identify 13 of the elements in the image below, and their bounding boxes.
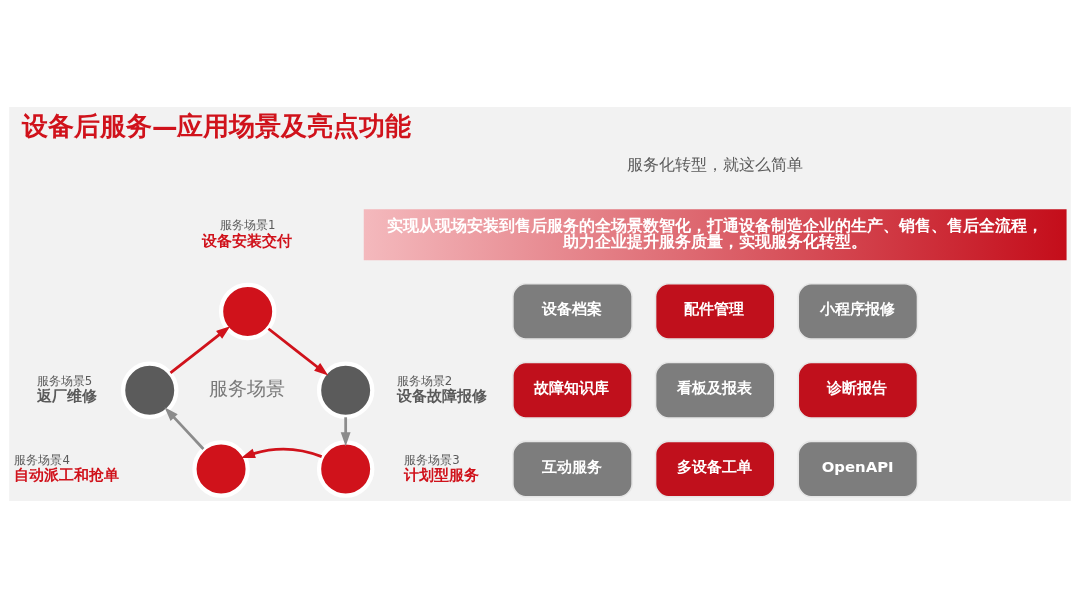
node-label: 服务场景3 — [404, 452, 460, 467]
node-label: 服务场景4 — [14, 452, 70, 467]
diagram-title: 设备后服务—应用场景及亮点功能 — [21, 110, 412, 141]
node-label: 服务场景2 — [396, 373, 453, 388]
label: 服务化转型，就这么简单 — [626, 155, 803, 175]
node-label: 设备故障报修 — [396, 387, 487, 406]
node-label: 服务场景1 — [220, 218, 276, 233]
node-label: 服务场景5 — [36, 373, 93, 388]
node-label: 自动派工和抢单 — [14, 465, 120, 484]
label: 服务场景 — [208, 376, 285, 400]
node-label: 计划型服务 — [404, 465, 480, 484]
node-label: 返厂维修 — [36, 387, 97, 406]
node-label: 设备安装交付 — [201, 231, 292, 250]
